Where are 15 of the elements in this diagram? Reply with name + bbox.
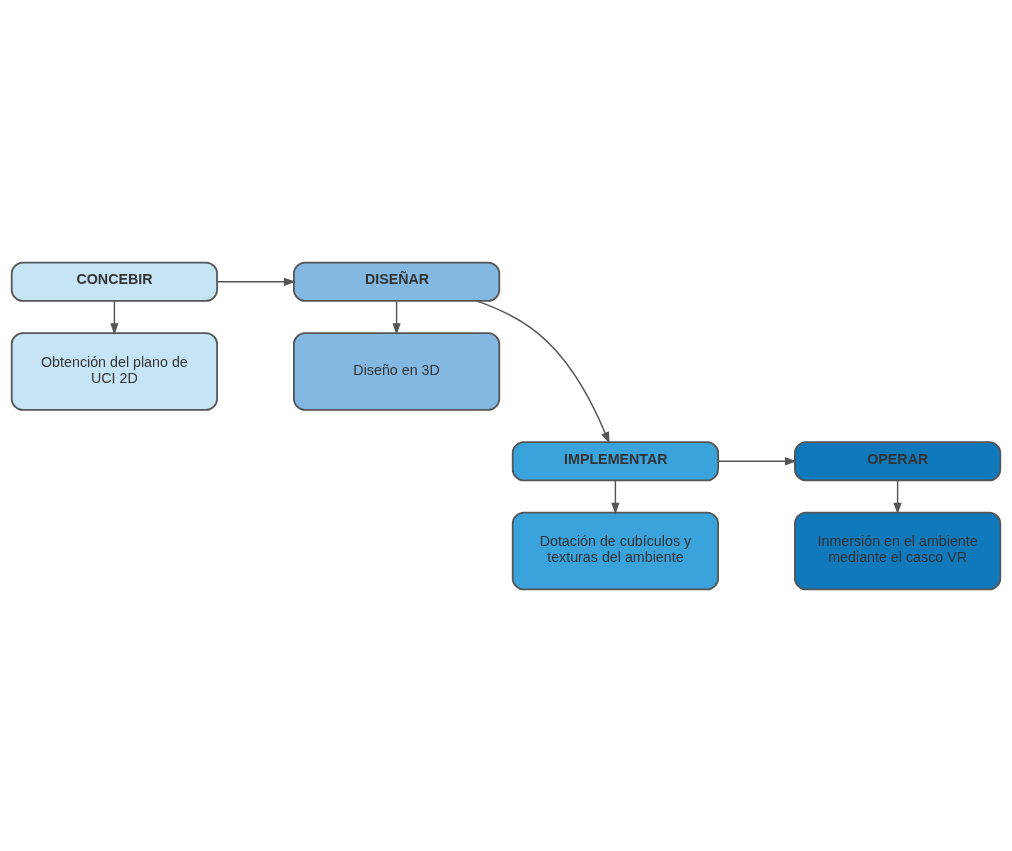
node-box: IMPLEMENTAR [511, 440, 719, 481]
arrow [893, 479, 902, 514]
arrow [476, 299, 610, 444]
arrow [110, 300, 119, 335]
node-box: Inmersión en el ambiente mediante el casco VR [794, 511, 1002, 590]
arrow [717, 456, 797, 465]
node-box: Obtención del plano de UCI 2D [10, 331, 218, 411]
node-box: Diseño en 3D [293, 331, 501, 411]
node-box: OPERAR [794, 440, 1002, 481]
arrow [392, 300, 401, 335]
node-box: Dotación de cubículos y texturas del ambiente [511, 511, 719, 590]
node-box: CONCEBIR [10, 261, 218, 302]
arrow [216, 277, 296, 286]
arrow [611, 479, 620, 514]
node-box: DISEÑAR [293, 261, 501, 302]
